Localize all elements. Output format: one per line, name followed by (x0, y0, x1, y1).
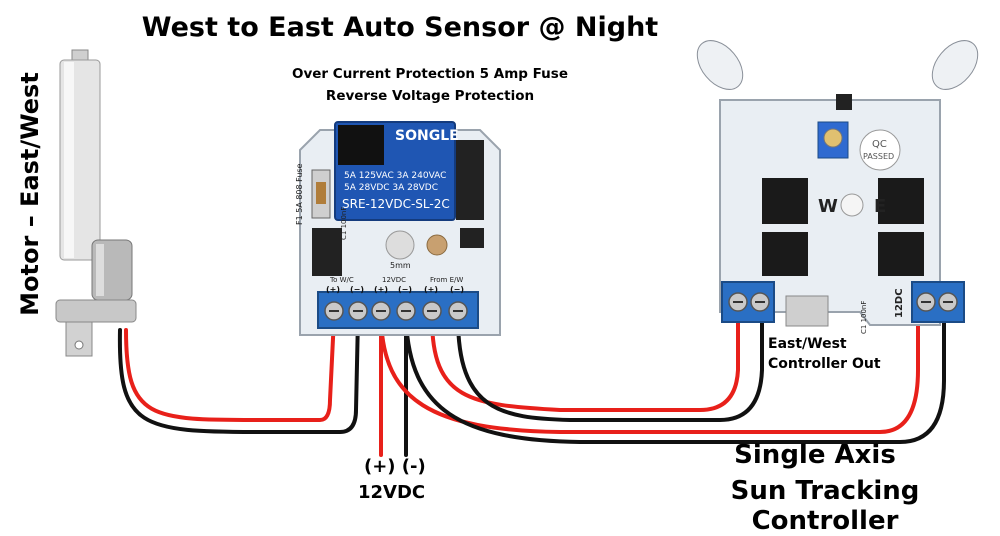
wires (117, 298, 946, 457)
motor-label: Motor – East/West (16, 72, 44, 316)
subtitle-fuse: Over Current Protection 5 Amp Fuse (292, 66, 568, 82)
subtitle-reverse-voltage: Reverse Voltage Protection (325, 88, 535, 104)
diagram-title: West to East Auto Sensor @ Night (141, 12, 659, 43)
qc-sticker-line2: PASSED (863, 152, 894, 161)
term-polarity-2: (−) (350, 285, 364, 294)
term-polarity-3: (+) (374, 285, 388, 294)
relay-rating-2: 5A 28VDC 3A 28VDC (344, 183, 438, 193)
relay-board (299, 121, 501, 336)
fuse-label: F1 5A 808 Fuse (295, 163, 304, 225)
relay-brand: SONGLE (395, 128, 459, 144)
term-from-label: From E/W (430, 276, 463, 284)
qc-sticker-line1: QC (872, 139, 887, 150)
relay-rating-1: 5A 125VAC 3A 240VAC (344, 171, 446, 181)
power-polarity-label: (+) (-) (364, 456, 426, 477)
relay-model: SRE-12VDC-SL-2C (342, 197, 450, 211)
term-to-label: To W/C (329, 276, 354, 284)
linear-actuator-motor (55, 49, 137, 357)
power-voltage-label: 12VDC (358, 482, 426, 503)
term-polarity-1: (+) (326, 285, 340, 294)
left-cap-label: C1 100nF (340, 207, 348, 240)
tracker-title-line2: Sun Tracking Controller (730, 476, 920, 536)
controller-out-line2: Controller Out (768, 356, 881, 372)
board-east-letter: E (874, 196, 886, 217)
term-12v-label: 12VDC (382, 276, 406, 284)
board-12dc-label: 12DC (894, 288, 905, 318)
term-polarity-6: (−) (450, 285, 464, 294)
board-west-letter: W (818, 196, 838, 217)
controller-out-line1: East/West (768, 336, 847, 352)
tracker-title-line1: Single Axis (734, 440, 896, 470)
right-cap-label: C1 100nF (860, 301, 868, 334)
tracker-board (696, 40, 979, 327)
term-polarity-4: (−) (398, 285, 412, 294)
led-label: 5mm (390, 261, 411, 270)
term-polarity-5: (+) (424, 285, 438, 294)
